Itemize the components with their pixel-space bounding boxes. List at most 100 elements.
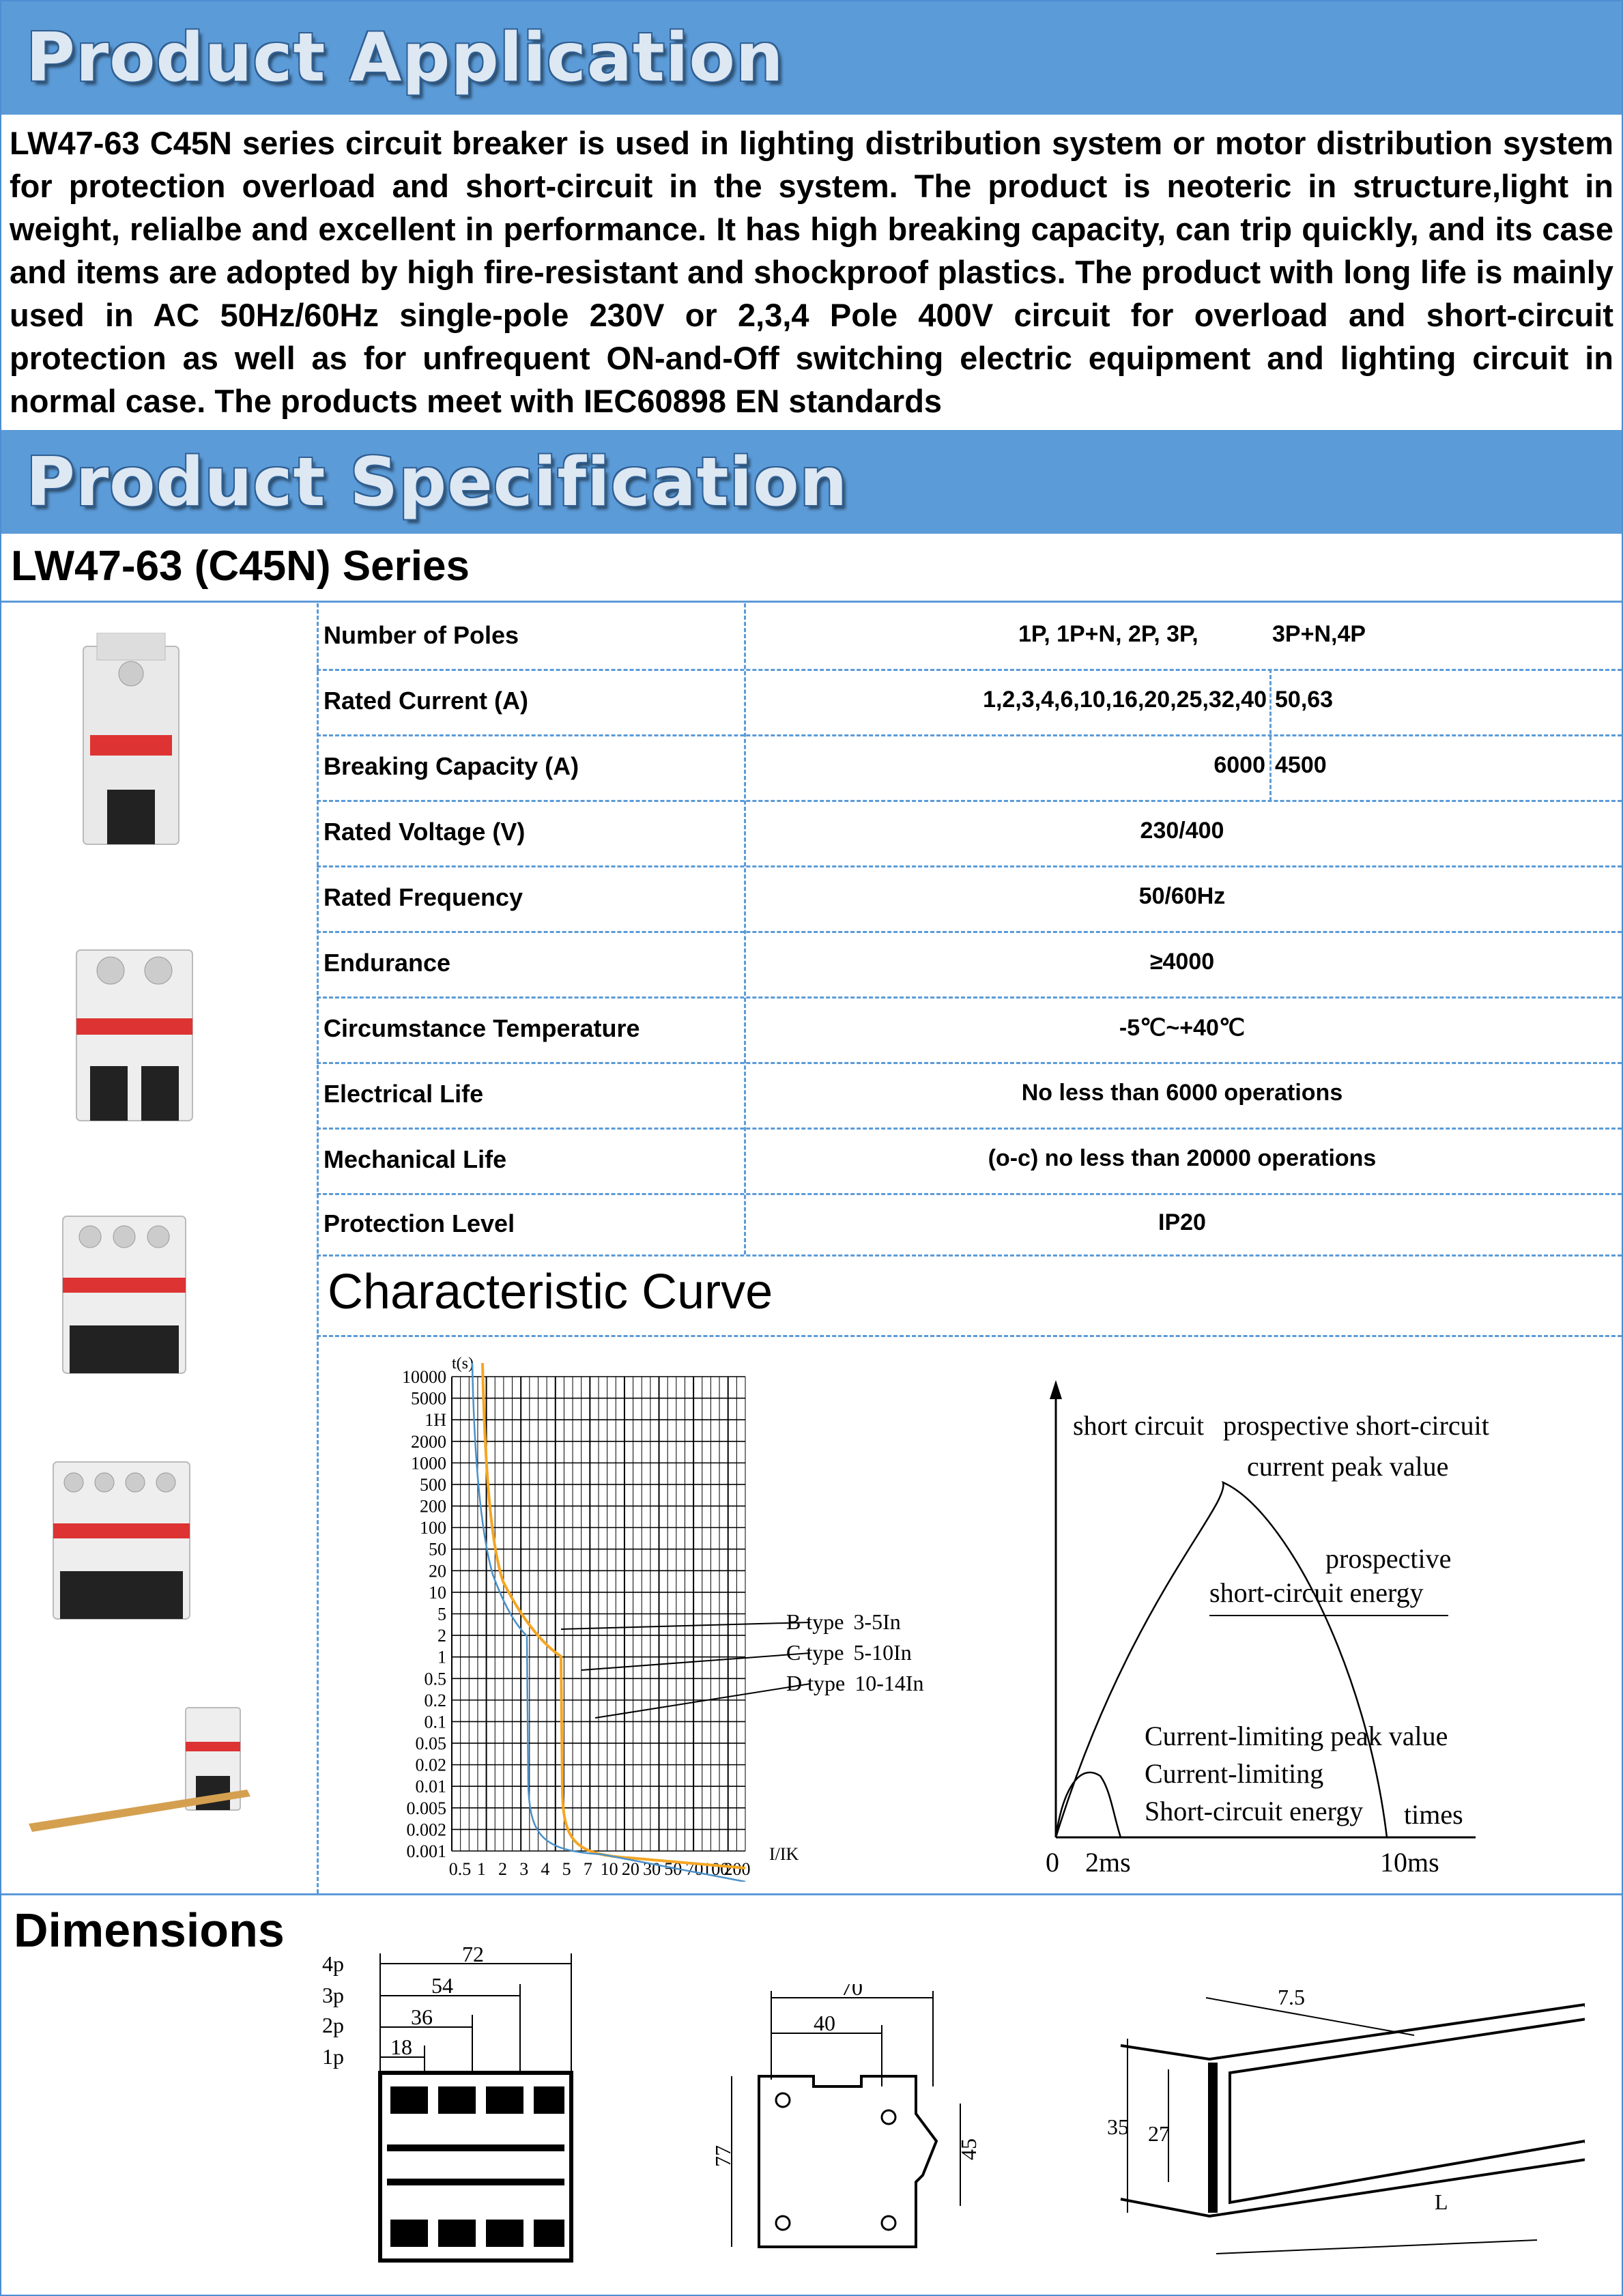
y-tick-label: 5 — [437, 1605, 446, 1624]
spec-value-endurance: ≥4000 — [1149, 949, 1215, 975]
dim-label: 7.5 — [1278, 1985, 1305, 2009]
x-tick-label: 5 — [562, 1859, 571, 1879]
dim-label: 70 — [841, 1984, 863, 2000]
spec-label-current: Rated Current (A) — [324, 687, 529, 715]
x-tick-label: 10 — [601, 1859, 618, 1879]
spec-value-mechanical-life: (o-c) no less than 20000 operations — [988, 1145, 1377, 1171]
y-tick-label: 2000 — [411, 1432, 446, 1452]
prospective-curve — [1054, 1480, 1388, 1838]
spec-value2-breaking: 4500 — [1275, 752, 1327, 778]
dimensions-title: Dimensions — [14, 1904, 285, 1957]
dim-label: 77 — [711, 2145, 735, 2167]
side-dimension-drawing: 70 40 77 45 — [711, 1984, 981, 2248]
table-left-border — [317, 603, 319, 1893]
x-tick-label: 200 — [724, 1859, 751, 1879]
dim-label: 40 — [814, 2011, 835, 2035]
tick-10ms: 10ms — [1380, 1847, 1439, 1878]
row-line — [317, 800, 1622, 802]
y-tick-label: 500 — [420, 1475, 446, 1495]
application-title: Product Application — [26, 19, 784, 97]
hole — [880, 2109, 897, 2125]
spec-label-endurance: Endurance — [324, 949, 451, 977]
spec-label-voltage: Rated Voltage (V) — [324, 818, 526, 846]
y-tick-label: 20 — [429, 1561, 446, 1581]
spec-label-temperature: Circumstance Temperature — [324, 1014, 640, 1042]
y-tick-label: 50 — [429, 1540, 446, 1560]
row-line — [317, 1193, 1622, 1195]
x-tick-label: 3 — [519, 1859, 528, 1879]
y-tick-label: 10 — [429, 1583, 446, 1603]
pole-label: 1p — [322, 2044, 344, 2069]
spec-value-electrical-life: No less than 6000 operations — [1021, 1080, 1343, 1106]
y-tick-label: 0.1 — [425, 1712, 447, 1732]
breaker-2p-image — [76, 949, 193, 1121]
y-tick-label: 0.5 — [425, 1669, 447, 1689]
width-label: 54 — [431, 1973, 453, 1998]
y-tick-label: 1 — [437, 1648, 446, 1667]
pole-label: 2p — [322, 2013, 344, 2037]
row-line — [317, 996, 1622, 999]
x-tick-label: 7 — [584, 1859, 592, 1879]
y-arrow — [1050, 1380, 1062, 1399]
spec-value-voltage: 230/400 — [1140, 818, 1224, 844]
front-dimension-drawing: 4p 3p 2p 1p 72 54 36 18 — [322, 1947, 573, 2263]
spec-value-breaking: 6000 — [1213, 752, 1265, 778]
row-line — [317, 669, 1622, 671]
y-tick-label: 0.005 — [407, 1798, 447, 1818]
y-tick-label: 0.02 — [416, 1755, 447, 1775]
label-prospective: prospective — [1325, 1543, 1451, 1574]
spec-label-frequency: Rated Frequency — [324, 883, 523, 911]
y-tick-label: 2 — [437, 1626, 446, 1646]
hole — [775, 2092, 791, 2108]
y-tick-label: 0.2 — [425, 1691, 447, 1710]
spec-value-frequency: 50/60Hz — [1138, 883, 1226, 909]
b-curve — [471, 1362, 746, 1882]
legend-leader — [594, 1683, 811, 1719]
current-limiting-chart: short circuit prospective short-circuit … — [1046, 1380, 1489, 1878]
spec-label-mechanical-life: Mechanical Life — [324, 1145, 507, 1173]
row-line — [317, 931, 1622, 933]
spec-label-protection: Protection Level — [324, 1209, 515, 1237]
width-label: 72 — [462, 1947, 484, 1966]
breaker-1p-image — [83, 633, 179, 845]
width-label: 18 — [390, 2035, 412, 2059]
breaker-3p-image — [62, 1216, 186, 1374]
specification-title: Product Specification — [26, 444, 848, 521]
hole — [880, 2215, 897, 2231]
x-tick-label: 20 — [622, 1859, 640, 1879]
c-curve — [481, 1362, 746, 1869]
rail-dimension-drawing: 7.5 35 27 L — [1107, 1985, 1585, 2254]
spec-label-breaking: Breaking Capacity (A) — [324, 752, 579, 780]
y-tick-label: 1000 — [411, 1453, 446, 1473]
tick-2ms: 2ms — [1085, 1847, 1131, 1878]
label-peak-value: current peak value — [1247, 1451, 1448, 1482]
y-tick-label: 5000 — [411, 1389, 446, 1409]
y-tick-label: 0.002 — [407, 1820, 447, 1839]
spec-label-electrical-life: Electrical Life — [324, 1080, 484, 1108]
trip-y-label: t(s) — [452, 1355, 474, 1373]
tick-0: 0 — [1046, 1847, 1059, 1878]
legend-leader — [560, 1622, 811, 1630]
x-tick-label: 0.5 — [449, 1859, 472, 1879]
label-limiting-peak: Current-limiting peak value — [1145, 1721, 1448, 1751]
characteristic-curve-title: Characteristic Curve — [328, 1265, 773, 1319]
row-line — [317, 734, 1622, 736]
hole — [775, 2215, 791, 2231]
label-sc-energy: short-circuit energy — [1209, 1577, 1424, 1608]
label-short-circuit: short circuit — [1073, 1410, 1204, 1441]
spec-value-temperature: -5℃~+40℃ — [1119, 1015, 1246, 1041]
application-header-band: Product Application — [1, 1, 1622, 115]
dim-label: 35 — [1107, 2114, 1129, 2139]
x-tick-label: 2 — [498, 1859, 507, 1879]
spec-value-current: 1,2,3,4,6,10,16,20,25,32,40 — [983, 687, 1267, 713]
rail-outline — [1120, 2003, 1585, 2218]
x-tick-label: 4 — [541, 1859, 549, 1879]
series-divider — [1, 601, 1622, 603]
row-line — [317, 1062, 1622, 1064]
limiting-curve — [1054, 1771, 1122, 1838]
label-short-circuit-energy: Short-circuit energy — [1145, 1796, 1363, 1826]
row-line — [317, 865, 1622, 867]
